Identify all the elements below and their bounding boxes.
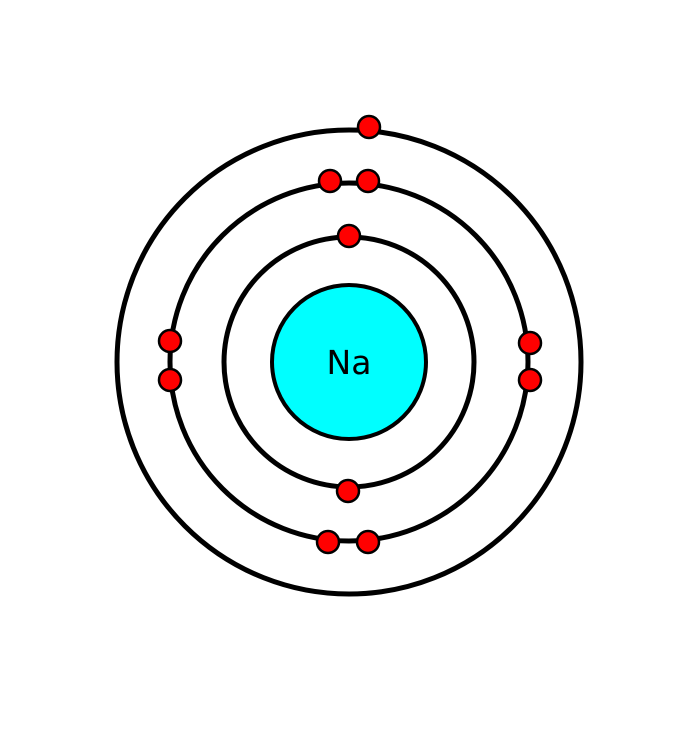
electron-shell-2-1 [317, 168, 343, 194]
electron-shell-2-5 [517, 330, 543, 356]
electron-shell-2-2 [355, 168, 381, 194]
electron-shell-3-1 [356, 114, 382, 140]
electron-shell-2-6 [517, 367, 543, 393]
electron-shell-2-4 [157, 367, 183, 393]
electron-shell-2-3 [157, 328, 183, 354]
nucleus-circle [270, 283, 428, 441]
electron-shell-1-1 [336, 223, 362, 249]
nucleus: Na [270, 283, 428, 441]
electron-shell-2 [167, 180, 531, 544]
electron-shell-3 [114, 127, 584, 597]
electron-shell-2-8 [355, 529, 381, 555]
electron-shell-2-7 [315, 529, 341, 555]
electron-shell-1-2 [335, 478, 361, 504]
element-symbol: Na [327, 343, 372, 382]
